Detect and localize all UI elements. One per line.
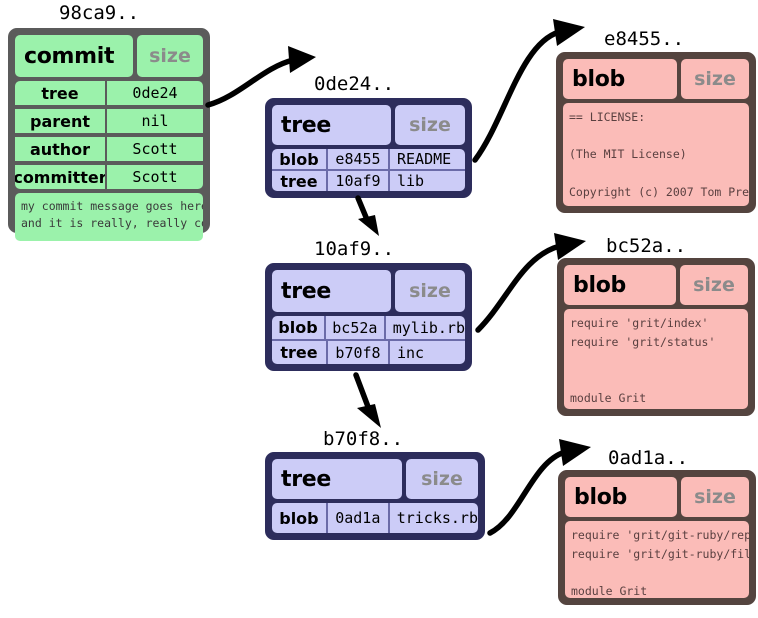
commit-inner: commit size tree 0de24 parent nil author… [11,31,207,241]
tree-entry-kind: blob [272,149,326,169]
commit-message: my commit message goes here and it is re… [15,193,203,241]
commit-field-label: author [15,137,105,161]
tree-entry-name: mylib.rb [383,316,465,339]
blob-inner: blob size == LICENSE: (The MIT License) … [559,55,753,210]
blob-object-e8455[interactable]: blob size == LICENSE: (The MIT License) … [556,52,756,213]
tree-entry-kind: tree [272,171,326,191]
commit-fields: tree 0de24 parent nil author Scott commi… [15,81,203,189]
tree-entry-name: README [388,149,465,169]
blob-header: blob size [563,59,749,99]
commit-field-label: committer [15,165,107,189]
blob-type-label: blob [563,59,677,99]
table-row: blob bc52a mylib.rb [272,316,465,339]
blob-header: blob size [564,265,748,305]
commit-field-label: tree [15,81,105,105]
tree-object-10af9[interactable]: tree size blob bc52a mylib.rb tree b70f8… [265,263,472,371]
hash-label-blob-e8455: e8455.. [604,28,685,50]
tree-entry-kind: tree [272,341,326,364]
tree-inner: tree size blob bc52a mylib.rb tree b70f8… [268,266,469,368]
table-row: blob 0ad1a tricks.rb [272,503,478,533]
tree-entry-name: tricks.rb [387,503,478,533]
tree-entry-hash: 10af9 [326,171,388,191]
commit-field-value: Scott [105,165,203,189]
tree-header: tree size [272,270,465,312]
arrow-commit-to-tree [205,46,316,108]
blob-header: blob size [565,477,749,517]
tree-entry-name: lib [388,171,465,191]
hash-label-commit-98ca9: 98ca9.. [59,2,140,24]
blob-content: require 'grit/index' require 'grit/statu… [564,309,748,409]
blob-size-cell: size [681,477,749,517]
tree-size-cell: size [395,105,465,145]
tree-size-cell: size [406,459,478,499]
hash-label-blob-0ad1a: 0ad1a.. [608,447,689,469]
blob-size-cell: size [681,59,749,99]
tree-entries: blob 0ad1a tricks.rb [272,503,478,533]
commit-object-98ca9[interactable]: commit size tree 0de24 parent nil author… [8,28,210,241]
arrow-tree0de24-to-tree10af9 [355,195,379,236]
tree-object-b70f8[interactable]: tree size blob 0ad1a tricks.rb [265,452,485,540]
tree-type-label: tree [272,105,391,145]
table-row: tree 10af9 lib [272,169,465,191]
commit-field-value: 0de24 [105,81,203,105]
arrow-tree10af9-to-treeb70f8 [353,372,381,428]
tree-entry-hash: 0ad1a [325,503,388,533]
commit-type-label: commit [15,35,133,77]
blob-object-bc52a[interactable]: blob size require 'grit/index' require '… [557,258,755,416]
commit-field-value: nil [105,109,203,133]
table-row: tree b70f8 inc [272,339,465,364]
tree-entries: blob e8455 README tree 10af9 lib [272,149,465,191]
tree-entry-kind: blob [272,503,326,533]
tree-object-0de24[interactable]: tree size blob e8455 README tree 10af9 l… [265,98,472,198]
tree-inner: tree size blob e8455 README tree 10af9 l… [268,101,469,195]
commit-size-cell: size [137,35,203,77]
hash-label-tree-10af9: 10af9.. [314,238,395,260]
table-row: blob e8455 README [272,149,465,169]
blob-content: == LICENSE: (The MIT License) Copyright … [563,103,749,206]
tree-entry-kind: blob [272,316,324,339]
tree-inner: tree size blob 0ad1a tricks.rb [268,455,482,537]
tree-type-label: tree [272,459,402,499]
tree-header: tree size [272,105,465,145]
blob-object-0ad1a[interactable]: blob size require 'grit/git-ruby/reposi … [558,470,756,605]
tree-type-label: tree [272,270,391,312]
table-row: author Scott [15,135,203,161]
tree-header: tree size [272,459,478,499]
commit-header: commit size [15,35,203,77]
commit-field-value: Scott [105,137,203,161]
blob-size-cell: size [680,265,748,305]
tree-entry-name: inc [388,341,465,364]
blob-inner: blob size require 'grit/index' require '… [560,261,752,413]
table-row: tree 0de24 [15,81,203,105]
tree-entries: blob bc52a mylib.rb tree b70f8 inc [272,316,465,364]
tree-entry-hash: e8455 [326,149,388,169]
blob-inner: blob size require 'grit/git-ruby/reposi … [561,473,753,602]
hash-label-tree-b70f8: b70f8.. [323,428,404,450]
table-row: parent nil [15,107,203,133]
commit-field-label: parent [15,109,105,133]
tree-size-cell: size [395,270,465,312]
blob-type-label: blob [564,265,676,305]
table-row: committer Scott [15,163,203,189]
blob-type-label: blob [565,477,677,517]
tree-entry-hash: bc52a [323,316,384,339]
tree-entry-hash: b70f8 [326,341,388,364]
hash-label-blob-bc52a: bc52a.. [606,235,687,257]
blob-content: require 'grit/git-ruby/reposi require 'g… [565,521,749,598]
hash-label-tree-0de24: 0de24.. [314,73,395,95]
